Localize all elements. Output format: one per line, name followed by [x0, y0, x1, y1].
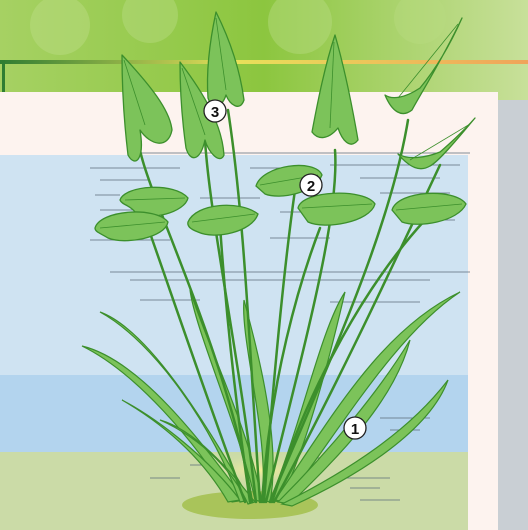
marker-1-label: 1	[351, 421, 359, 438]
marker-3-label: 3	[211, 104, 219, 121]
marker-1: 1	[344, 417, 366, 439]
marker-2-label: 2	[307, 178, 315, 195]
frame-line	[0, 60, 528, 64]
panel-shadow	[498, 100, 528, 530]
marker-2: 2	[300, 174, 322, 196]
marker-3: 3	[204, 100, 226, 122]
